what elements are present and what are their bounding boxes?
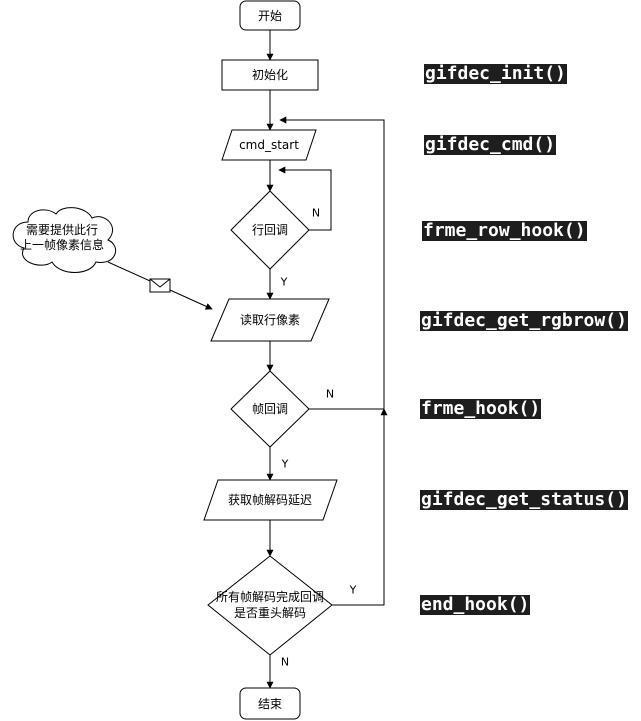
- edge-frame-callback-no-to-cmd-start: [279, 116, 385, 410]
- node-frame-callback-label: 帧回调: [252, 402, 288, 416]
- edge-label-row-yes: Y: [280, 276, 288, 289]
- node-get-delay-label: 获取帧解码延迟: [228, 493, 312, 507]
- node-get-delay: 获取帧解码延迟: [203, 479, 338, 521]
- edge-label-frame-no: N: [326, 388, 334, 401]
- edge-all-done-yes-loop: [332, 408, 388, 606]
- node-cmd-start-label: cmd_start: [239, 138, 299, 152]
- node-init: 初始化: [221, 59, 319, 91]
- func-label-frame-hook: frme_hook(): [420, 398, 542, 419]
- edge-label-done-yes: Y: [349, 584, 357, 597]
- cloud-note-line2: 上一帧像素信息: [20, 237, 104, 252]
- node-row-callback-label: 行回调: [252, 223, 288, 237]
- func-label-cmd: gifdec_cmd(): [424, 134, 557, 155]
- node-end-label: 结束: [258, 697, 282, 711]
- node-all-done-label-line2: 是否重头解码: [234, 606, 306, 620]
- func-label-get-status: gifdec_get_status(): [420, 489, 628, 510]
- cloud-note: 需要提供此行 上一帧像素信息: [12, 207, 117, 273]
- node-start: 开始: [239, 0, 301, 31]
- envelope-icon: [149, 278, 171, 293]
- node-cmd-start: cmd_start: [221, 129, 317, 161]
- edge-label-frame-yes: Y: [281, 458, 289, 471]
- edge-label-row-no: N: [312, 207, 320, 220]
- node-read-row-label: 读取行像素: [240, 313, 300, 327]
- func-label-end-hook: end_hook(): [420, 594, 531, 615]
- node-init-label: 初始化: [252, 68, 288, 82]
- node-start-label: 开始: [258, 9, 282, 23]
- edge-label-done-no: N: [281, 656, 289, 669]
- node-all-done: 所有帧解码完成回调 是否重头解码: [207, 555, 333, 656]
- func-label-get-rgbrow: gifdec_get_rgbrow(): [420, 310, 628, 331]
- func-label-init: gifdec_init(): [424, 63, 567, 84]
- node-row-callback: 行回调: [230, 190, 310, 270]
- node-end: 结束: [239, 687, 301, 720]
- cloud-shape: [12, 207, 117, 273]
- node-read-row: 读取行像素: [210, 298, 330, 342]
- edge-row-callback-no-loop: [278, 166, 332, 231]
- node-frame-callback: 帧回调: [230, 370, 310, 448]
- node-all-done-label-line1: 所有帧解码完成回调: [216, 589, 324, 604]
- func-label-row-hook: frme_row_hook(): [422, 220, 587, 241]
- connectors: [107, 30, 388, 689]
- cloud-note-line1: 需要提供此行: [26, 222, 98, 237]
